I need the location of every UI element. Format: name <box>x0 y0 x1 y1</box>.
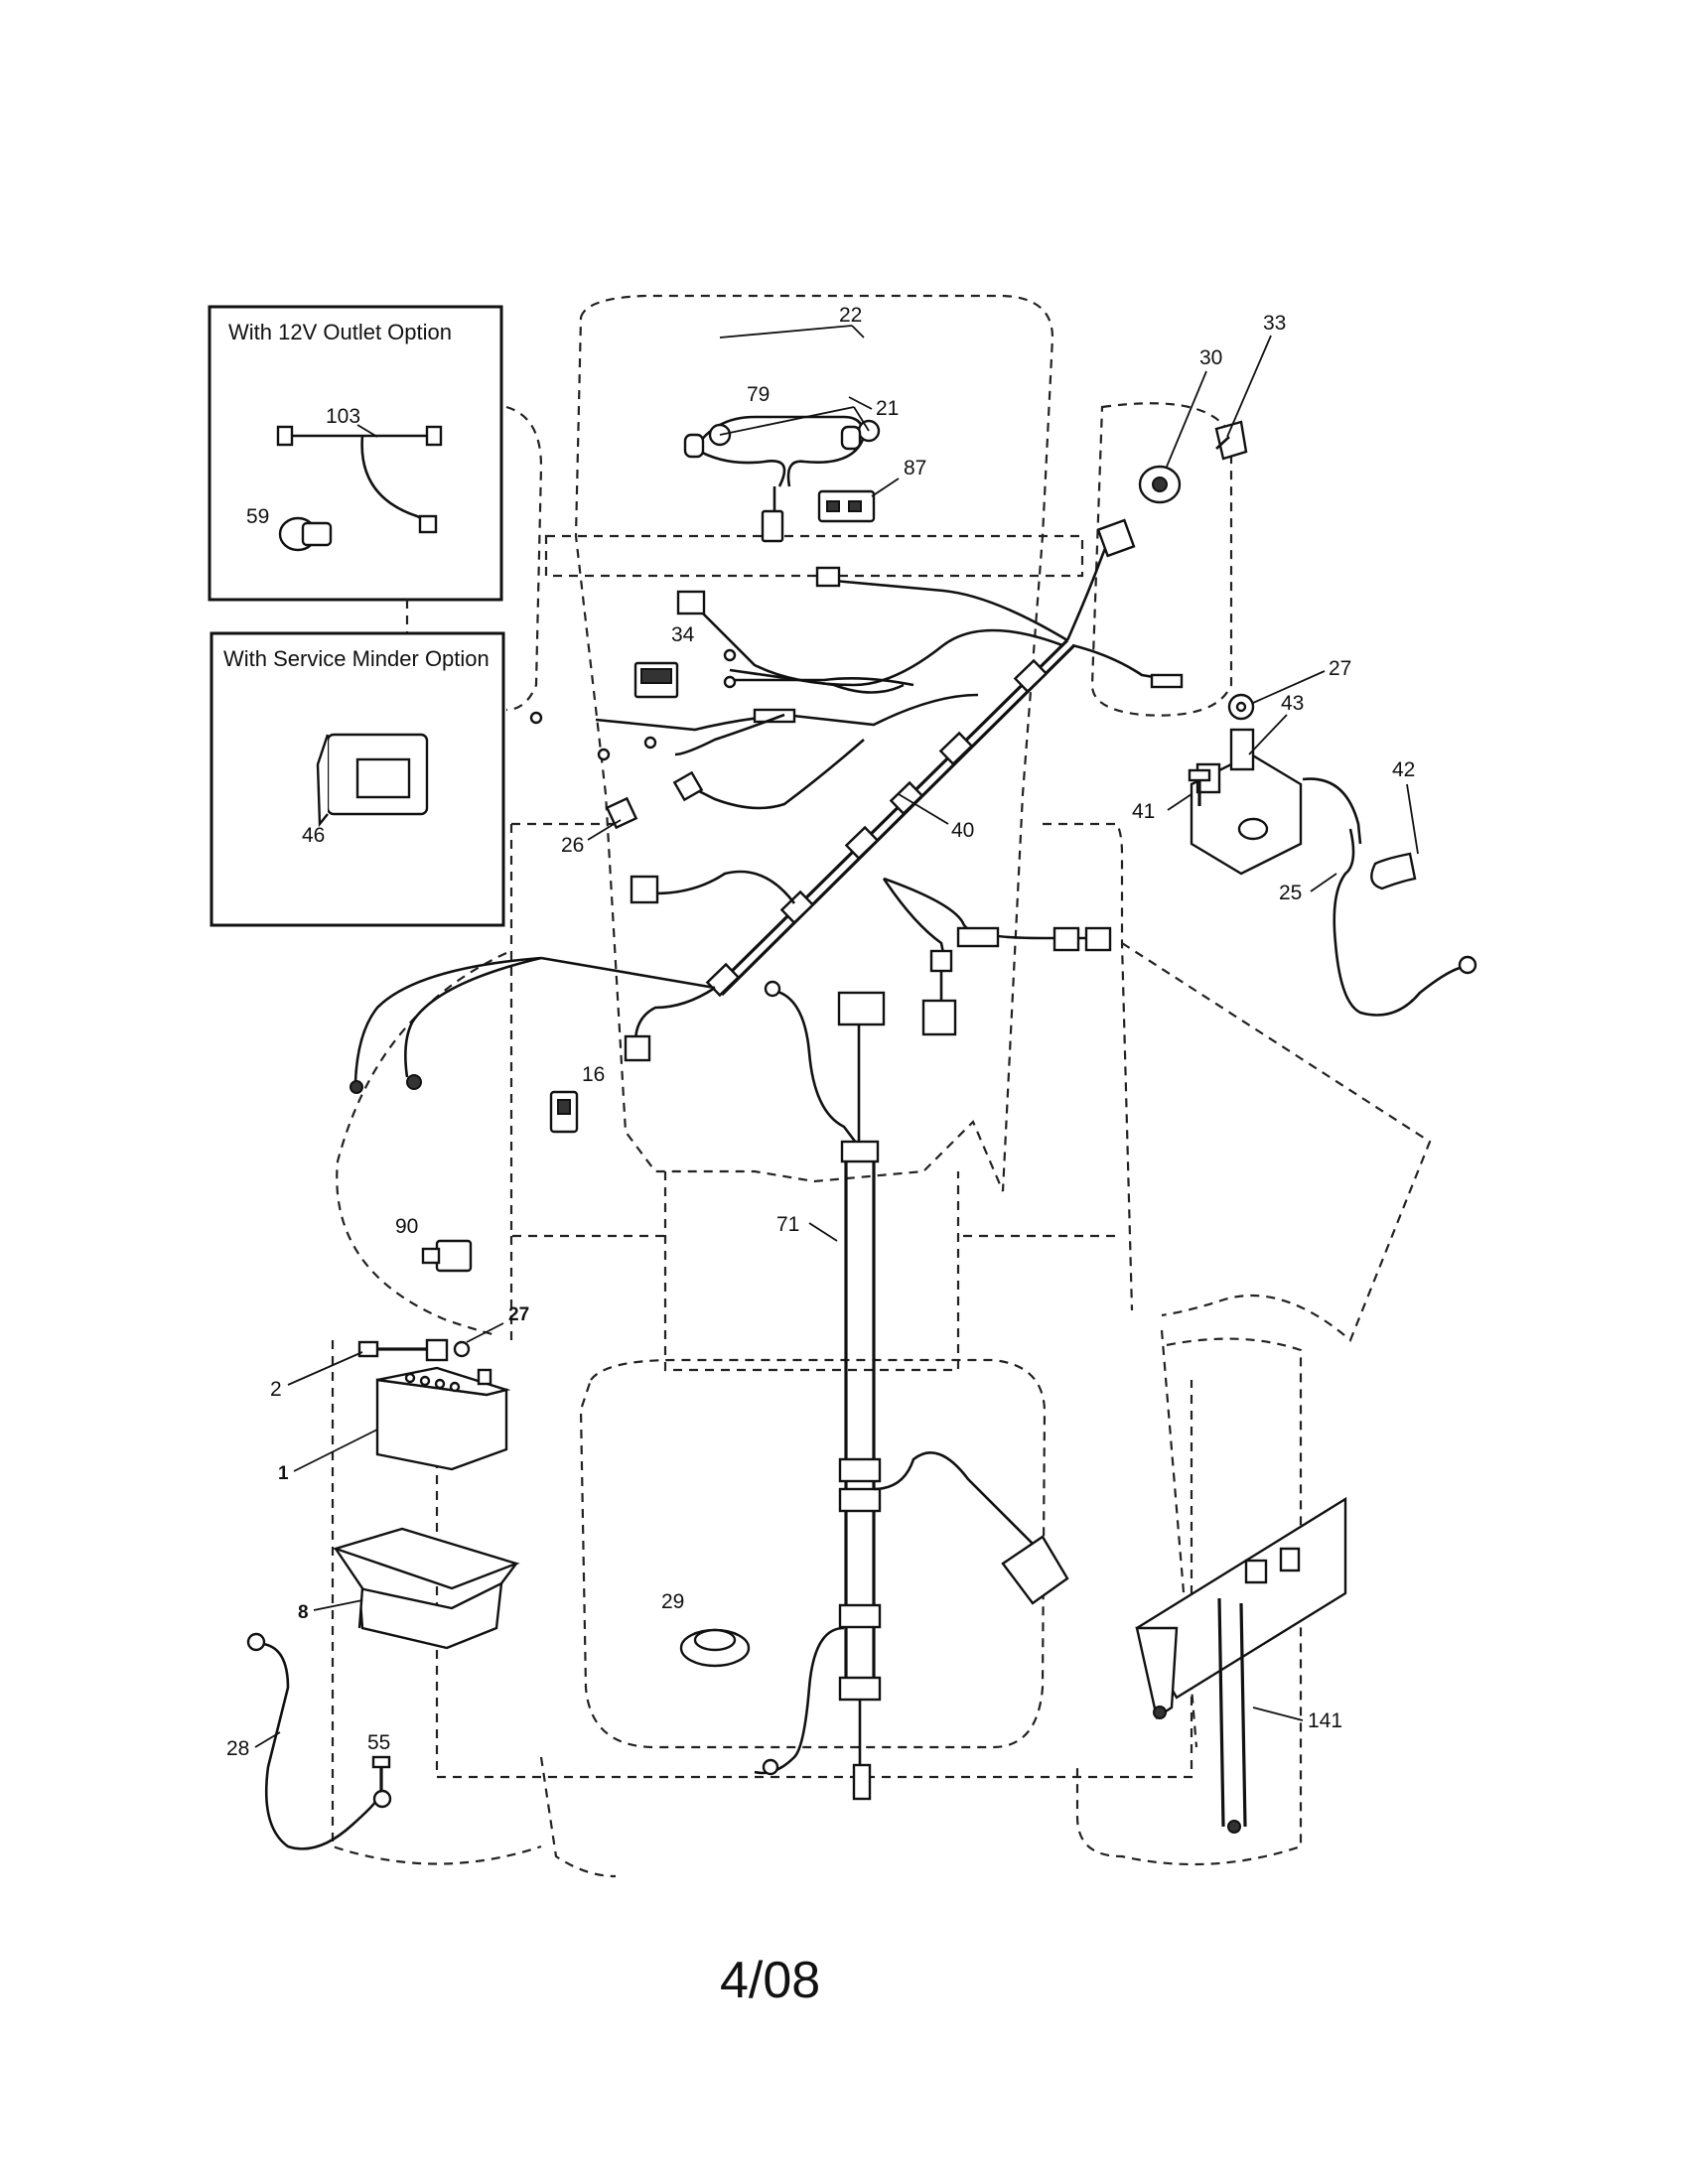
callout-29: 29 <box>661 1590 684 1613</box>
callout-21: 21 <box>876 397 899 420</box>
headlight-harness: 22 79 21 <box>683 304 899 543</box>
callout-90: 90 <box>395 1215 418 1238</box>
callout-59: 59 <box>246 505 269 528</box>
outlet-option-title: With 12V Outlet Option <box>228 320 452 344</box>
outlet-option-box: With 12V Outlet Option 103 59 <box>208 305 503 602</box>
callout-55: 55 <box>367 1731 390 1754</box>
bolt-2-icon <box>357 1338 449 1362</box>
switch-34-icon <box>633 661 679 699</box>
relay-16-icon <box>549 1090 579 1134</box>
callout-25: 25 <box>1279 882 1302 904</box>
minder-option-title: With Service Minder Option <box>223 646 490 671</box>
ignition-switch-30-icon <box>1138 465 1182 504</box>
callout-22: 22 <box>839 304 862 327</box>
main-wiring-harness-40 <box>350 518 1184 1094</box>
seat-switch-bracket-141 <box>1135 1496 1347 1834</box>
cable-25 <box>1333 828 1477 1017</box>
callout-33: 33 <box>1263 312 1286 335</box>
switch-87-icon <box>817 489 876 523</box>
starter-solenoid-43-icon <box>1190 728 1303 876</box>
callout-34: 34 <box>671 623 695 646</box>
service-minder-46-icon <box>316 733 429 828</box>
callout-27-battery: 27 <box>508 1304 529 1325</box>
sensor-90-icon <box>421 1239 473 1273</box>
callout-46: 46 <box>302 824 325 847</box>
callout-41: 41 <box>1132 800 1155 823</box>
callout-30: 30 <box>1199 346 1222 369</box>
tractor-outline <box>331 294 1432 1878</box>
nut-27-battery-icon <box>453 1340 471 1358</box>
callout-42: 42 <box>1392 758 1415 781</box>
callout-71: 71 <box>776 1213 799 1236</box>
callout-141: 141 <box>1308 1709 1342 1732</box>
battery-tray-8-icon <box>332 1527 520 1650</box>
service-minder-option-box: With Service Minder Option 46 <box>210 631 505 927</box>
nut-27-top-icon <box>1227 693 1255 721</box>
power-outlet-59-icon <box>278 516 333 552</box>
callout-26: 26 <box>561 834 584 857</box>
plug-29-icon <box>679 1628 751 1668</box>
callout-27-top: 27 <box>1329 657 1351 680</box>
fuse-26-icon <box>605 796 638 830</box>
callout-40: 40 <box>951 819 974 842</box>
bolt-41-icon <box>1188 768 1211 806</box>
callout-43: 43 <box>1281 692 1304 715</box>
boot-42-icon <box>1370 852 1417 890</box>
callout-16: 16 <box>582 1063 605 1086</box>
battery-1-icon <box>375 1366 511 1471</box>
callout-1: 1 <box>278 1463 289 1484</box>
screw-55-icon <box>371 1755 391 1792</box>
callout-87: 87 <box>904 457 926 479</box>
callout-8: 8 <box>298 1602 309 1623</box>
callout-79: 79 <box>747 383 770 406</box>
harness-71 <box>754 980 1069 1801</box>
revision-date: 4/08 <box>720 1952 820 2009</box>
callout-103: 103 <box>326 405 360 428</box>
callout-28: 28 <box>226 1737 249 1760</box>
callout-2: 2 <box>270 1378 282 1401</box>
